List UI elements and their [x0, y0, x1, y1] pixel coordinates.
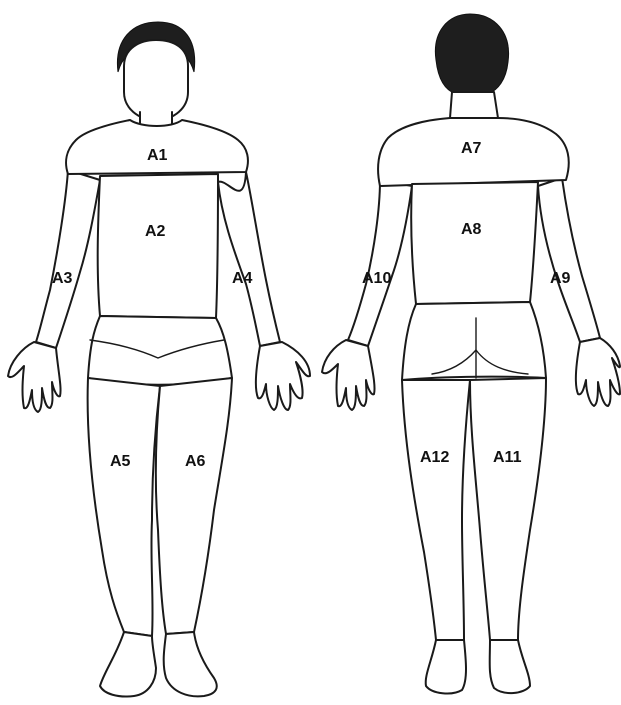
back-right-leg-region-a11 [470, 378, 546, 640]
region-label-a1: A1 [147, 147, 168, 164]
back-left-arm-region-a10 [348, 180, 412, 346]
region-label-a10: A10 [362, 270, 391, 287]
region-label-a9: A9 [550, 270, 571, 287]
front-left-hand [8, 342, 61, 412]
back-head [435, 14, 508, 94]
back-left-foot [426, 640, 466, 693]
region-label-a5: A5 [110, 453, 131, 470]
front-left-leg-region-a5 [88, 378, 160, 636]
front-torso-region-a2 [98, 174, 218, 318]
front-right-arm [218, 172, 280, 346]
back-body-figure [322, 14, 620, 693]
region-label-a6: A6 [185, 453, 206, 470]
back-right-arm-region-a9 [538, 178, 600, 342]
front-pelvis [88, 316, 232, 385]
back-neck [450, 92, 498, 118]
front-left-foot [100, 632, 156, 697]
region-label-a4: A4 [232, 270, 253, 287]
region-label-a7: A7 [461, 140, 482, 157]
front-right-leg-region-a6 [156, 378, 232, 634]
front-right-hand [256, 342, 310, 410]
back-right-foot [490, 640, 530, 693]
region-label-a2: A2 [145, 223, 166, 240]
back-left-leg-region-a12 [402, 380, 470, 640]
front-body-figure [8, 22, 310, 697]
front-right-foot [164, 632, 217, 696]
region-label-a3: A3 [52, 270, 73, 287]
region-label-a8: A8 [461, 221, 482, 238]
back-torso-region-a8 [411, 182, 538, 304]
back-right-hand [576, 338, 620, 406]
front-left-arm [36, 170, 100, 348]
front-head [124, 40, 188, 120]
back-left-hand [322, 340, 375, 410]
front-neck [140, 112, 172, 126]
region-label-a12: A12 [420, 449, 449, 466]
region-label-a11: A11 [493, 449, 522, 466]
back-buttocks [402, 302, 546, 380]
